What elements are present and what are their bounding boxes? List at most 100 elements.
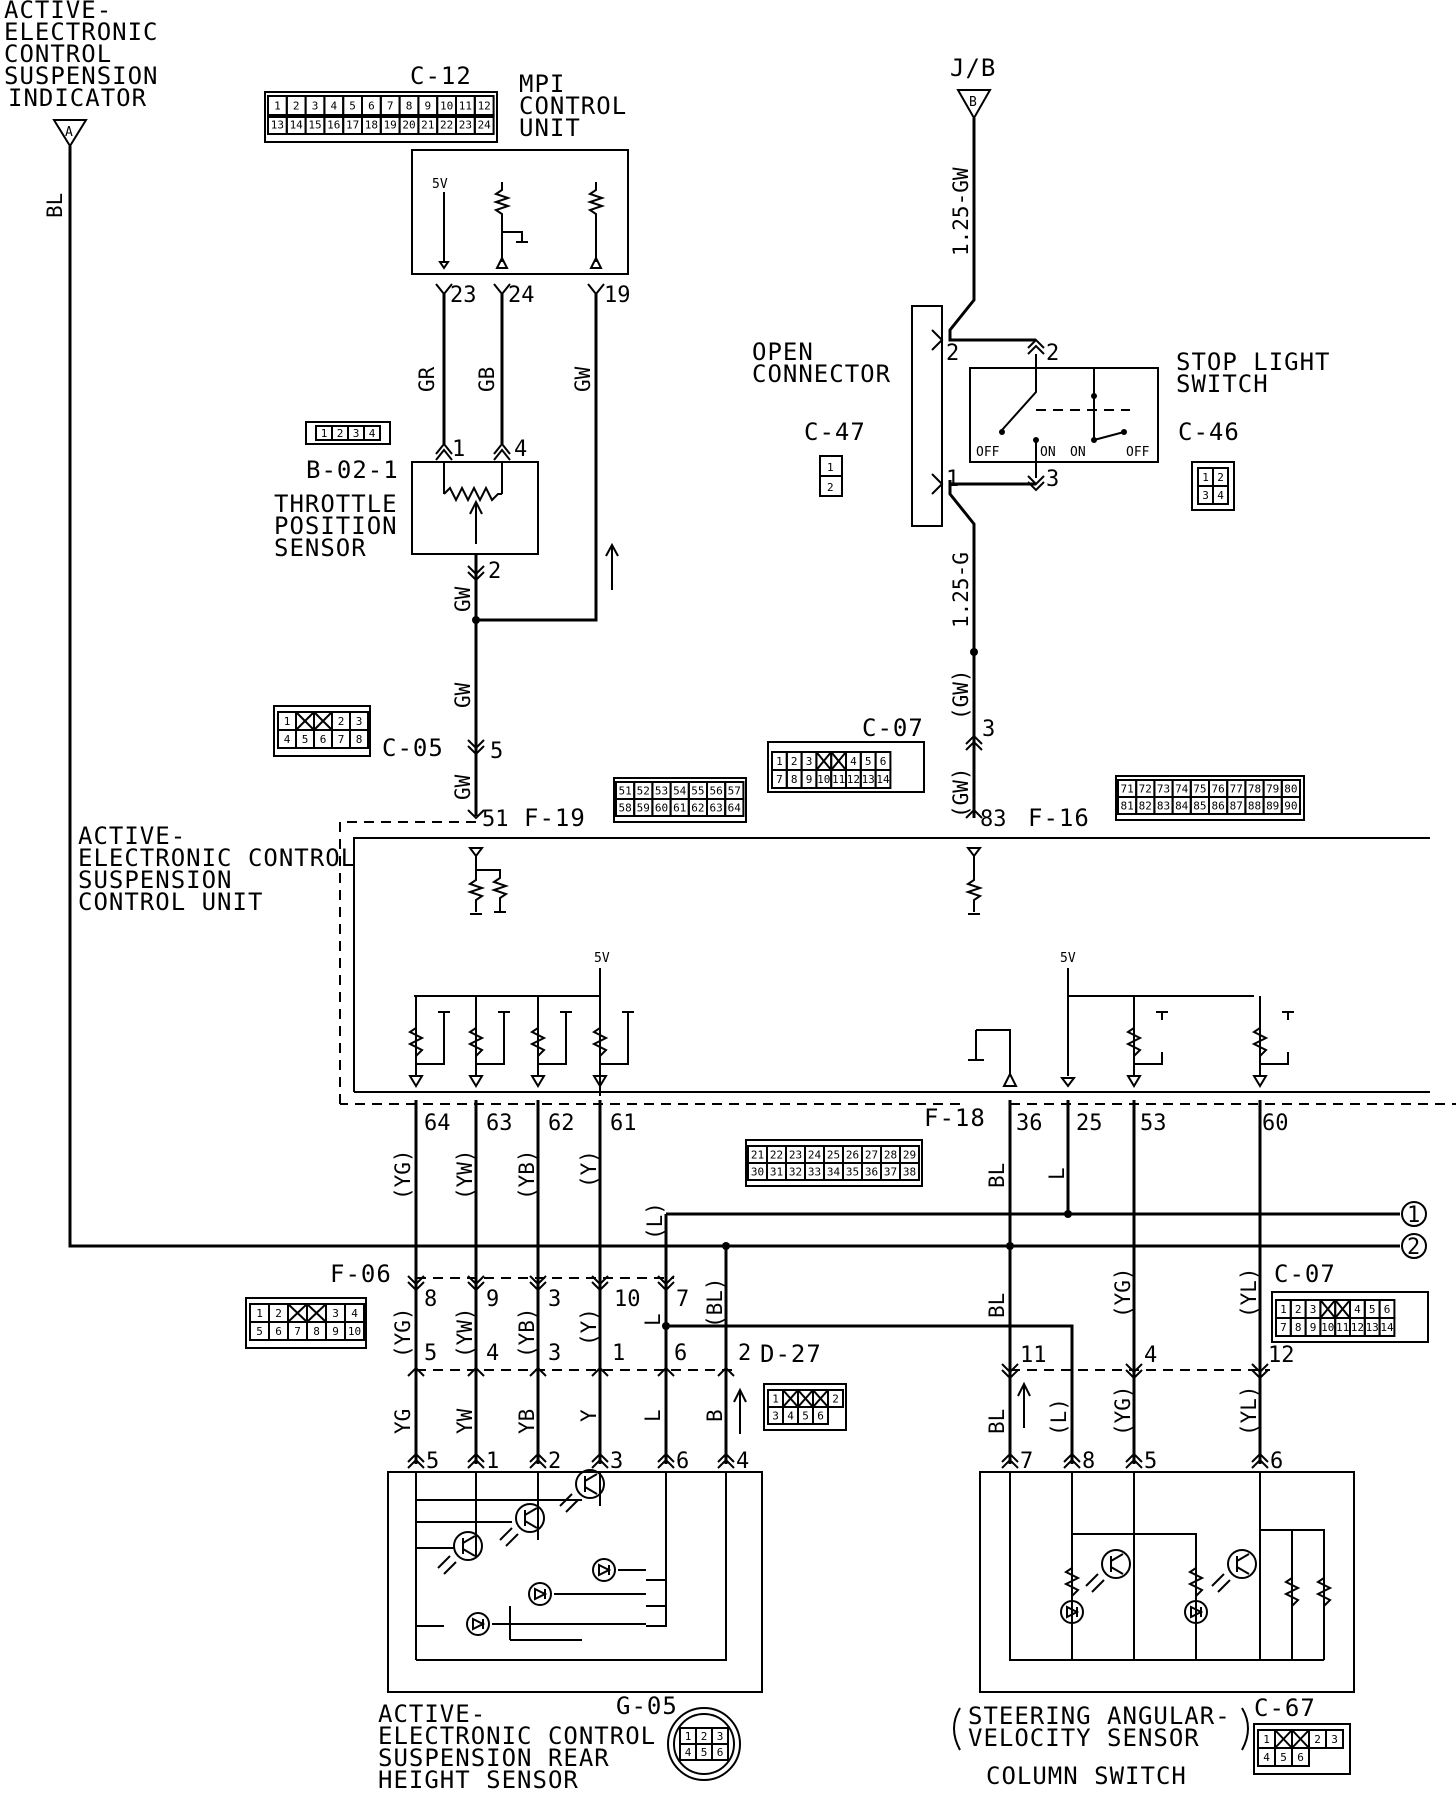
connector-pin-f18-37: 37 [884,1166,897,1179]
svg-text:B: B [703,1409,727,1422]
connector-pin-c07-12: 12 [847,773,860,786]
c05-pin-arrow [467,739,485,756]
connector-pin-c12-13: 13 [271,119,284,132]
svg-text:CONTROL UNIT: CONTROL UNIT [78,888,263,916]
svg-text:INDICATOR: INDICATOR [8,84,147,112]
connector-pin-f06-1: 1 [256,1307,263,1320]
connector-pin-c07-4: 4 [850,755,857,768]
svg-text:SUSPENSION: SUSPENSION [78,866,233,894]
ecu-5v-right: 5V [1060,951,1076,966]
connector-pin-f06-2: 2 [275,1307,282,1320]
connector-pin-f18-33: 33 [808,1166,821,1179]
connector-pin-c67-6: 6 [1297,1751,1304,1764]
wire-label-125gw: 1.25-GW [949,167,973,256]
wire-label-125g: 1.25-G [949,552,973,628]
connector-pin-f16-90: 90 [1284,800,1297,813]
connector-pin-d27-3: 3 [772,1410,779,1423]
stop-switch-contacts [1001,354,1095,478]
steering-pins: 7 8 5 6 [1020,1449,1283,1474]
svg-text:YG: YG [391,1409,415,1434]
connector-pin-c05-8: 8 [356,733,363,746]
svg-text:ACTIVE-: ACTIVE- [4,0,112,24]
svg-text:1: 1 [827,461,834,474]
connector-pin-c07-3: 3 [806,755,813,768]
wire-labels-lower: YG YW YB Y L B BL (L) (YG) (YL) [391,1385,1261,1436]
rear-sensor-pins: 5 1 2 3 6 4 [426,1449,749,1474]
mpi-5v-label: 5V [432,177,448,192]
connector-pin-b021-4: 4 [369,427,376,440]
svg-text:CONTROL: CONTROL [519,92,627,120]
svg-text:(YL): (YL) [1237,1267,1261,1318]
connector-pin-f18-32: 32 [789,1166,802,1179]
stop-light-switch-box [969,367,1159,463]
connector-pin-g05-4: 4 [685,1746,692,1759]
wires-l-b [664,1214,728,1464]
c07-top-arrow [965,734,983,751]
g05-label: G-05 [616,1692,678,1720]
c46-label: C-46 [1178,418,1240,446]
current-arrow-3 [1017,1381,1031,1428]
wires-left-bundle [414,1100,602,1464]
steering-arrows [1001,1452,1269,1469]
ecu-resistor-bank-left [407,996,634,1088]
svg-text:2: 2 [488,559,501,584]
jb-label: J/B [950,54,996,82]
connector-pin-c05-2: 2 [338,715,345,728]
svg-text:(YB): (YB) [515,1149,539,1200]
connector-pin-c07-10: 10 [817,773,830,786]
connector-pin-f19-64: 64 [728,802,742,815]
svg-text:9: 9 [486,1287,499,1312]
terminal-a: A [52,119,88,148]
c07-bottom-label: C-07 [1274,1260,1336,1288]
connector-pin-c12-18: 18 [365,119,378,132]
svg-text:(YW): (YW) [453,1149,477,1200]
svg-text:1: 1 [452,437,465,462]
connector-pin-c12-19: 19 [384,119,397,132]
connector-pin-c07-7: 7 [776,773,783,786]
connector-pin-c07-13: 13 [862,773,875,786]
steering-sensor-optics [1060,1549,1333,1624]
svg-text:6: 6 [1270,1449,1283,1474]
svg-text:POSITION: POSITION [274,512,398,540]
wire-label-gw-3: GW [451,774,475,800]
terminal-b: B [956,89,992,121]
svg-text:ELECTRONIC: ELECTRONIC [4,18,159,46]
connector-pin-f18-24: 24 [808,1149,822,1162]
svg-text:10: 10 [614,1287,641,1312]
connector-pin-c07-8: 8 [791,773,798,786]
connector-pin-d27-2: 2 [832,1393,839,1406]
c07-top-pin: 3 [982,717,995,742]
connector-pin-c07-8: 8 [1295,1321,1302,1334]
ref-marker-1: 1 [1401,1201,1427,1228]
ecu-bottom-pins: 64 63 62 61 36 25 53 60 [424,1111,1289,1136]
connector-pin-d27-6: 6 [817,1410,824,1423]
steering-label: STEERING ANGULAR- VELOCITY SENSOR COLUMN… [968,1702,1230,1790]
svg-text:5: 5 [426,1449,439,1474]
connector-pin-f19-55: 55 [691,785,704,798]
connector-pin-d27-5: 5 [802,1410,809,1423]
c47-label: C-47 [804,418,866,446]
connector-pin-c12-7: 7 [387,100,394,113]
svg-text:(YB): (YB) [515,1307,539,1358]
connector-pin-c05-6: 6 [320,733,327,746]
connector-pin-c12-20: 20 [402,119,415,132]
f16-arrow [965,808,983,819]
connector-pin-c12-5: 5 [349,100,356,113]
f16-pin: 83 [980,807,1007,832]
connector-pin-f18-35: 35 [846,1166,859,1179]
wire-label-bl: BL [43,193,67,218]
svg-text:11: 11 [1020,1343,1047,1368]
svg-text:6: 6 [674,1341,687,1366]
connector-pin-f16-73: 73 [1157,783,1170,796]
b021-label: B-02-1 [306,456,399,484]
connector-pin-c12-11: 11 [459,100,472,113]
connector-pin-f18-22: 22 [770,1149,783,1162]
connector-pin-f18-34: 34 [827,1166,841,1179]
wire-label-gb: GB [475,367,499,392]
ecu-input-f19 [466,847,510,915]
stop-on-1: ON [1040,445,1056,460]
